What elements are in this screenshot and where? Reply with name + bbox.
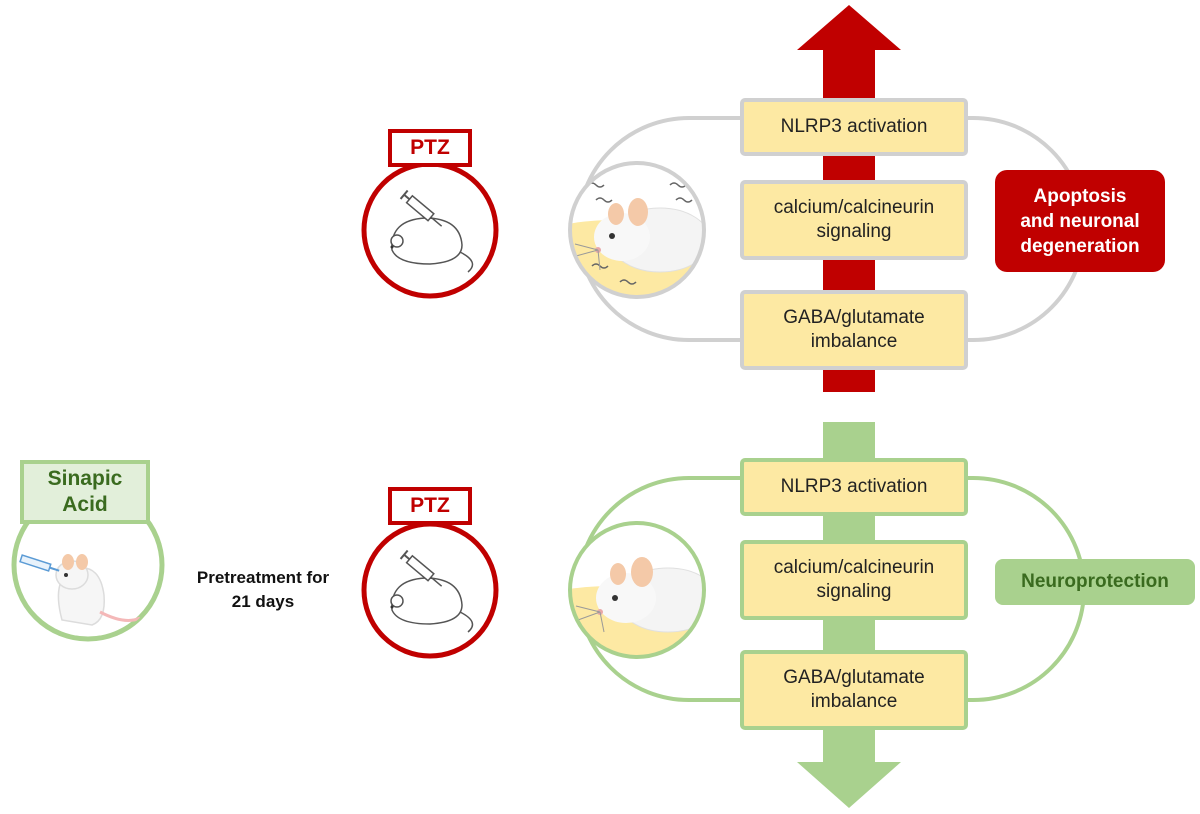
bottom-outcome-neuroprotection: Neuroprotection [995,559,1195,605]
seizing-mouse-icon [568,161,706,299]
sinapic-acid-label: Sinapic Acid [20,460,150,524]
mouse-injection-icon-bottom [361,521,499,659]
top-pathway-calcium: calcium/calcineurin signaling [740,180,968,260]
pretreatment-duration-text: Pretreatment for 21 days [196,568,330,611]
bottom-pathway-calcium: calcium/calcineurin signaling [740,540,968,620]
bottom-ptz-label: PTZ [388,487,472,525]
bottom-pathway-gaba: GABA/glutamate imbalance [740,650,968,730]
top-pathway-nlrp3: NLRP3 activation [740,98,968,156]
top-pathway-gaba: GABA/glutamate imbalance [740,290,968,370]
mouse-injection-icon [361,161,499,299]
protected-mouse-icon [568,521,706,659]
top-ptz-label: PTZ [388,129,472,167]
bottom-pathway-nlrp3: NLRP3 activation [740,458,968,516]
top-outcome-apoptosis: Apoptosis and neuronal degeneration [995,170,1165,272]
